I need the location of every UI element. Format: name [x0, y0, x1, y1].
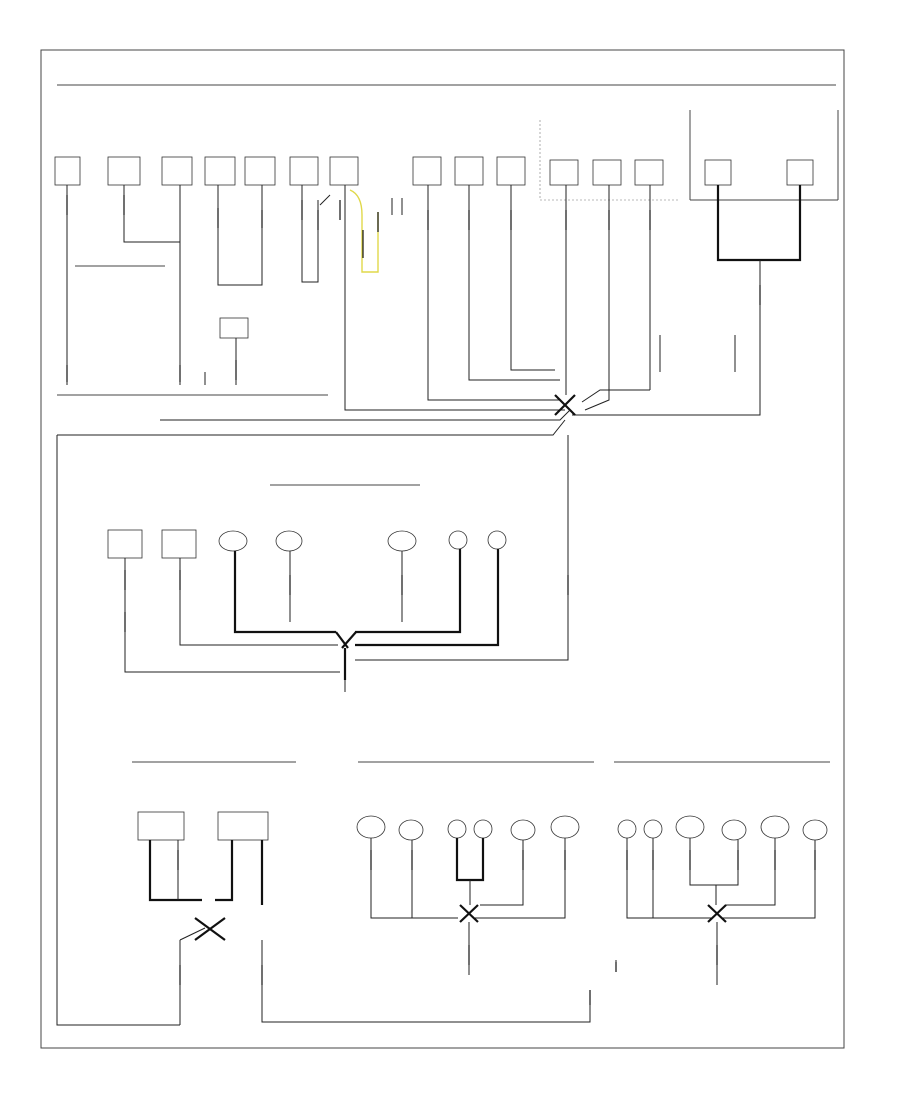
- lamp-socket: [510, 819, 536, 841]
- bulb: [473, 819, 493, 839]
- bulb: [617, 819, 637, 839]
- component-box: [244, 156, 276, 186]
- component-box: [217, 811, 269, 841]
- middle-section: [56, 435, 569, 1026]
- lamp-socket: [721, 819, 747, 841]
- component-box: [107, 156, 141, 186]
- component-box: [634, 159, 664, 186]
- lamp-socket: [387, 530, 417, 552]
- component-box: [786, 159, 814, 186]
- lamp-socket: [218, 530, 248, 552]
- component-box: [219, 317, 249, 339]
- bulb: [447, 819, 467, 839]
- lamp-socket: [398, 819, 424, 841]
- component-box: [161, 156, 193, 186]
- page-frame: [40, 49, 845, 1049]
- component-box: [549, 159, 579, 186]
- component-box: [54, 156, 81, 186]
- top-wires: [57, 185, 802, 436]
- bulb: [448, 530, 468, 550]
- component-box: [704, 159, 732, 186]
- lamp-socket: [760, 815, 790, 839]
- lamp-socket: [550, 815, 580, 839]
- bulb: [643, 819, 663, 839]
- component-box: [137, 811, 185, 841]
- bulb: [487, 530, 507, 550]
- component-box: [289, 156, 319, 186]
- component-box: [107, 529, 143, 559]
- component-box: [204, 156, 236, 186]
- lamp-socket: [675, 815, 705, 839]
- component-box: [454, 156, 484, 186]
- component-box: [329, 156, 359, 186]
- component-box: [592, 159, 622, 186]
- bottom-section: [132, 761, 830, 1025]
- component-box: [161, 529, 197, 559]
- lamp-socket: [802, 819, 828, 841]
- component-box: [496, 156, 526, 186]
- top-section: [54, 84, 839, 436]
- top-components: [54, 156, 814, 186]
- lamp-socket: [356, 815, 386, 839]
- component-box: [412, 156, 442, 186]
- lamp-socket: [275, 530, 303, 552]
